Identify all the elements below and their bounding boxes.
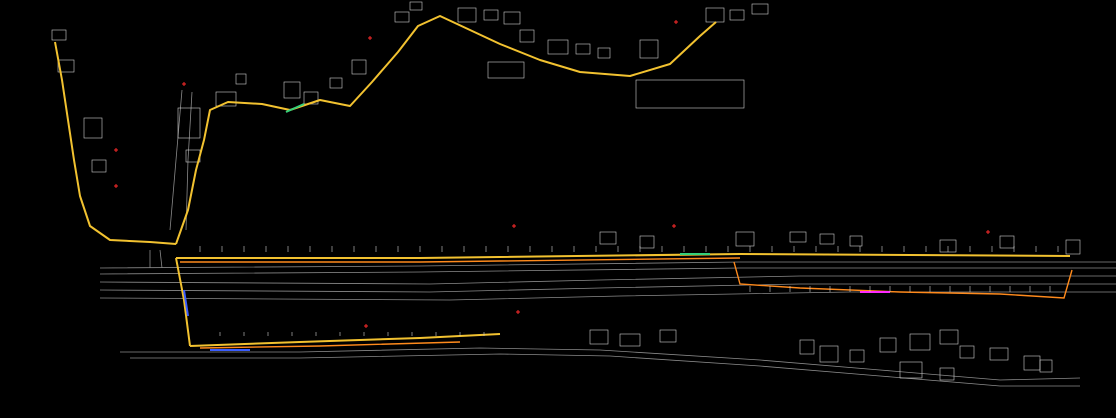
building-outline bbox=[1039, 359, 1053, 373]
pipe-south-connector bbox=[175, 257, 191, 347]
building-outline bbox=[729, 9, 745, 21]
road-edge-5 bbox=[99, 291, 1116, 301]
building-outline bbox=[51, 29, 67, 41]
road-edge-6 bbox=[120, 347, 1081, 381]
building-outline bbox=[503, 11, 521, 25]
pipe-secondary-east bbox=[733, 261, 1073, 299]
building-outline bbox=[215, 91, 237, 107]
survey-marker bbox=[182, 82, 186, 86]
pipe-north-west-branch bbox=[54, 41, 177, 245]
pipe-north-spur bbox=[175, 15, 717, 245]
survey-marker bbox=[364, 324, 368, 328]
building-outline bbox=[83, 117, 103, 139]
building-outline bbox=[619, 333, 641, 347]
building-outline bbox=[939, 329, 959, 345]
survey-marker bbox=[674, 20, 678, 24]
building-outline bbox=[735, 231, 755, 247]
road-corridor bbox=[99, 89, 1116, 387]
main-pipeline bbox=[54, 15, 1071, 347]
building-outline bbox=[1065, 239, 1081, 255]
building-outline bbox=[329, 77, 343, 89]
road-edge-1 bbox=[99, 261, 1116, 269]
road-edge-7 bbox=[130, 353, 1080, 387]
building-outline bbox=[599, 231, 617, 245]
building-outline bbox=[751, 3, 769, 15]
survey-marker bbox=[114, 148, 118, 152]
building-outline bbox=[659, 329, 677, 343]
survey-marker bbox=[114, 184, 118, 188]
parcel-labels bbox=[199, 246, 1059, 336]
road-edge-4 bbox=[99, 283, 1116, 293]
building-outline bbox=[639, 39, 659, 59]
building-outline bbox=[91, 159, 107, 173]
survey-marker bbox=[986, 230, 990, 234]
building-outline bbox=[819, 345, 839, 363]
building-outline bbox=[639, 235, 655, 249]
building-outline bbox=[799, 339, 815, 355]
survey-marker bbox=[368, 36, 372, 40]
building-outline bbox=[635, 79, 745, 109]
building-outline bbox=[409, 1, 423, 11]
survey-markers bbox=[114, 20, 990, 328]
building-outline bbox=[597, 47, 611, 59]
building-outline bbox=[483, 9, 499, 21]
building-outline bbox=[899, 361, 923, 379]
building-outline bbox=[547, 39, 569, 55]
building-outline bbox=[487, 61, 525, 79]
survey-marker bbox=[512, 224, 516, 228]
pipe-secondary-main bbox=[180, 257, 741, 263]
building-outline bbox=[819, 233, 835, 245]
building-outline bbox=[283, 81, 301, 99]
building-outline bbox=[351, 59, 367, 75]
building-outline bbox=[177, 107, 201, 139]
secondary-pipeline bbox=[180, 257, 1073, 349]
building-outline bbox=[589, 329, 609, 345]
accent-blue-1 bbox=[183, 289, 189, 317]
road-edge-2 bbox=[99, 267, 1116, 275]
road-edge-3 bbox=[99, 275, 1116, 285]
survey-marker bbox=[516, 310, 520, 314]
pipe-secondary-south bbox=[199, 341, 461, 349]
building-outline bbox=[394, 11, 410, 23]
building-outlines bbox=[51, 1, 1081, 381]
side-road-west bbox=[149, 249, 163, 269]
pipe-accent-segments bbox=[183, 103, 890, 351]
building-outline bbox=[457, 7, 477, 23]
building-outline bbox=[989, 347, 1009, 361]
building-outline bbox=[909, 333, 931, 351]
building-outline bbox=[575, 43, 591, 55]
building-outline bbox=[57, 59, 75, 73]
building-outline bbox=[789, 231, 807, 243]
building-outline bbox=[879, 337, 897, 353]
building-outline bbox=[235, 73, 247, 85]
side-road-north bbox=[169, 89, 193, 231]
building-outline bbox=[999, 235, 1015, 249]
accent-green-1 bbox=[285, 103, 305, 113]
building-outline bbox=[849, 349, 865, 363]
building-outline bbox=[519, 29, 535, 43]
building-outline bbox=[939, 367, 955, 381]
building-outline bbox=[959, 345, 975, 359]
pipe-main-east bbox=[176, 253, 1071, 259]
building-outline bbox=[849, 235, 863, 247]
survey-marker bbox=[672, 224, 676, 228]
